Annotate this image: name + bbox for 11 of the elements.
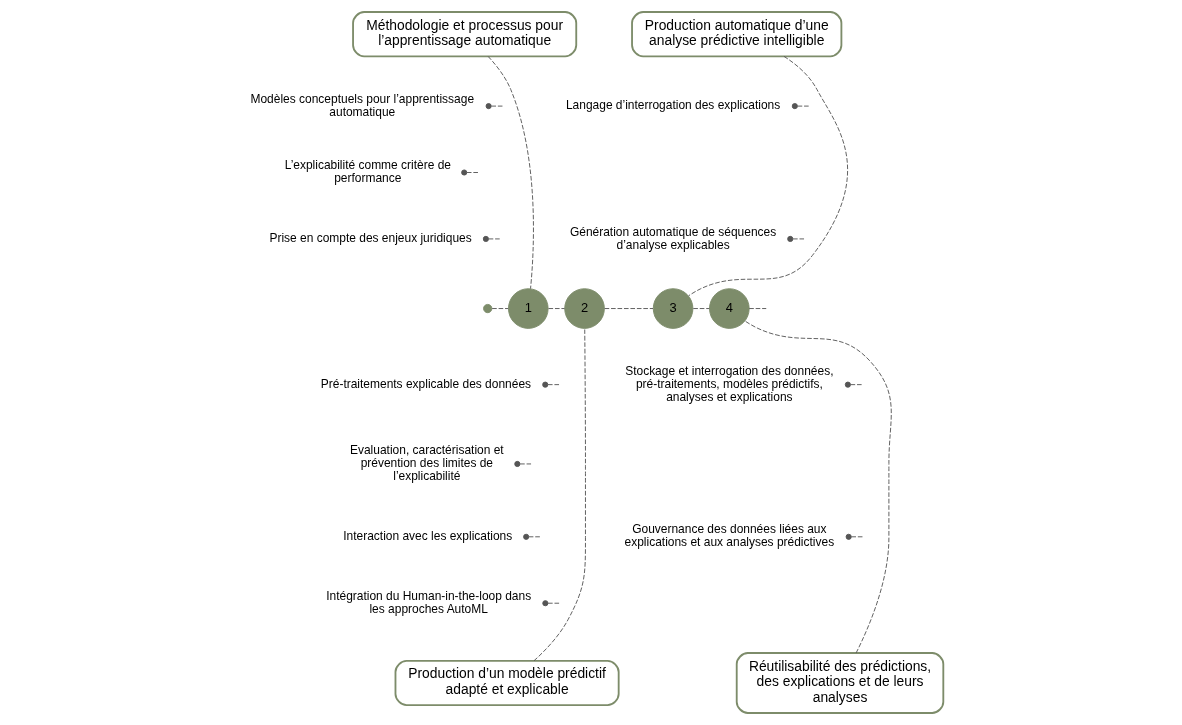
node-text: Génération automatique de séquences d’analyse explicables bbox=[569, 224, 777, 252]
node-text: Langage d’interrogation des explications bbox=[565, 98, 781, 113]
node-text: Pré-traitements explicable des données bbox=[320, 376, 532, 391]
node-text: Prise en compte des enjeux juridiques bbox=[269, 231, 472, 246]
node-text: Evaluation, caractérisation et prévention des limites de l’explicabilité bbox=[349, 443, 504, 483]
node-text: Interaction avec les explications bbox=[343, 528, 513, 543]
node-text: Modèles conceptuels pour l’apprentissage automatique bbox=[250, 91, 475, 119]
node-text: Gouvernance des données liées aux explications et aux analyses prédictives bbox=[624, 522, 835, 550]
node-text: Stockage et interrogation des données, pré-traitements, modèles prédictifs, analyses et explications bbox=[625, 363, 834, 404]
node-text: Intégration du Human-in-the-loop dans les approches AutoML bbox=[326, 588, 532, 616]
node-text: L’explicabilité comme critère de performance bbox=[284, 158, 451, 186]
